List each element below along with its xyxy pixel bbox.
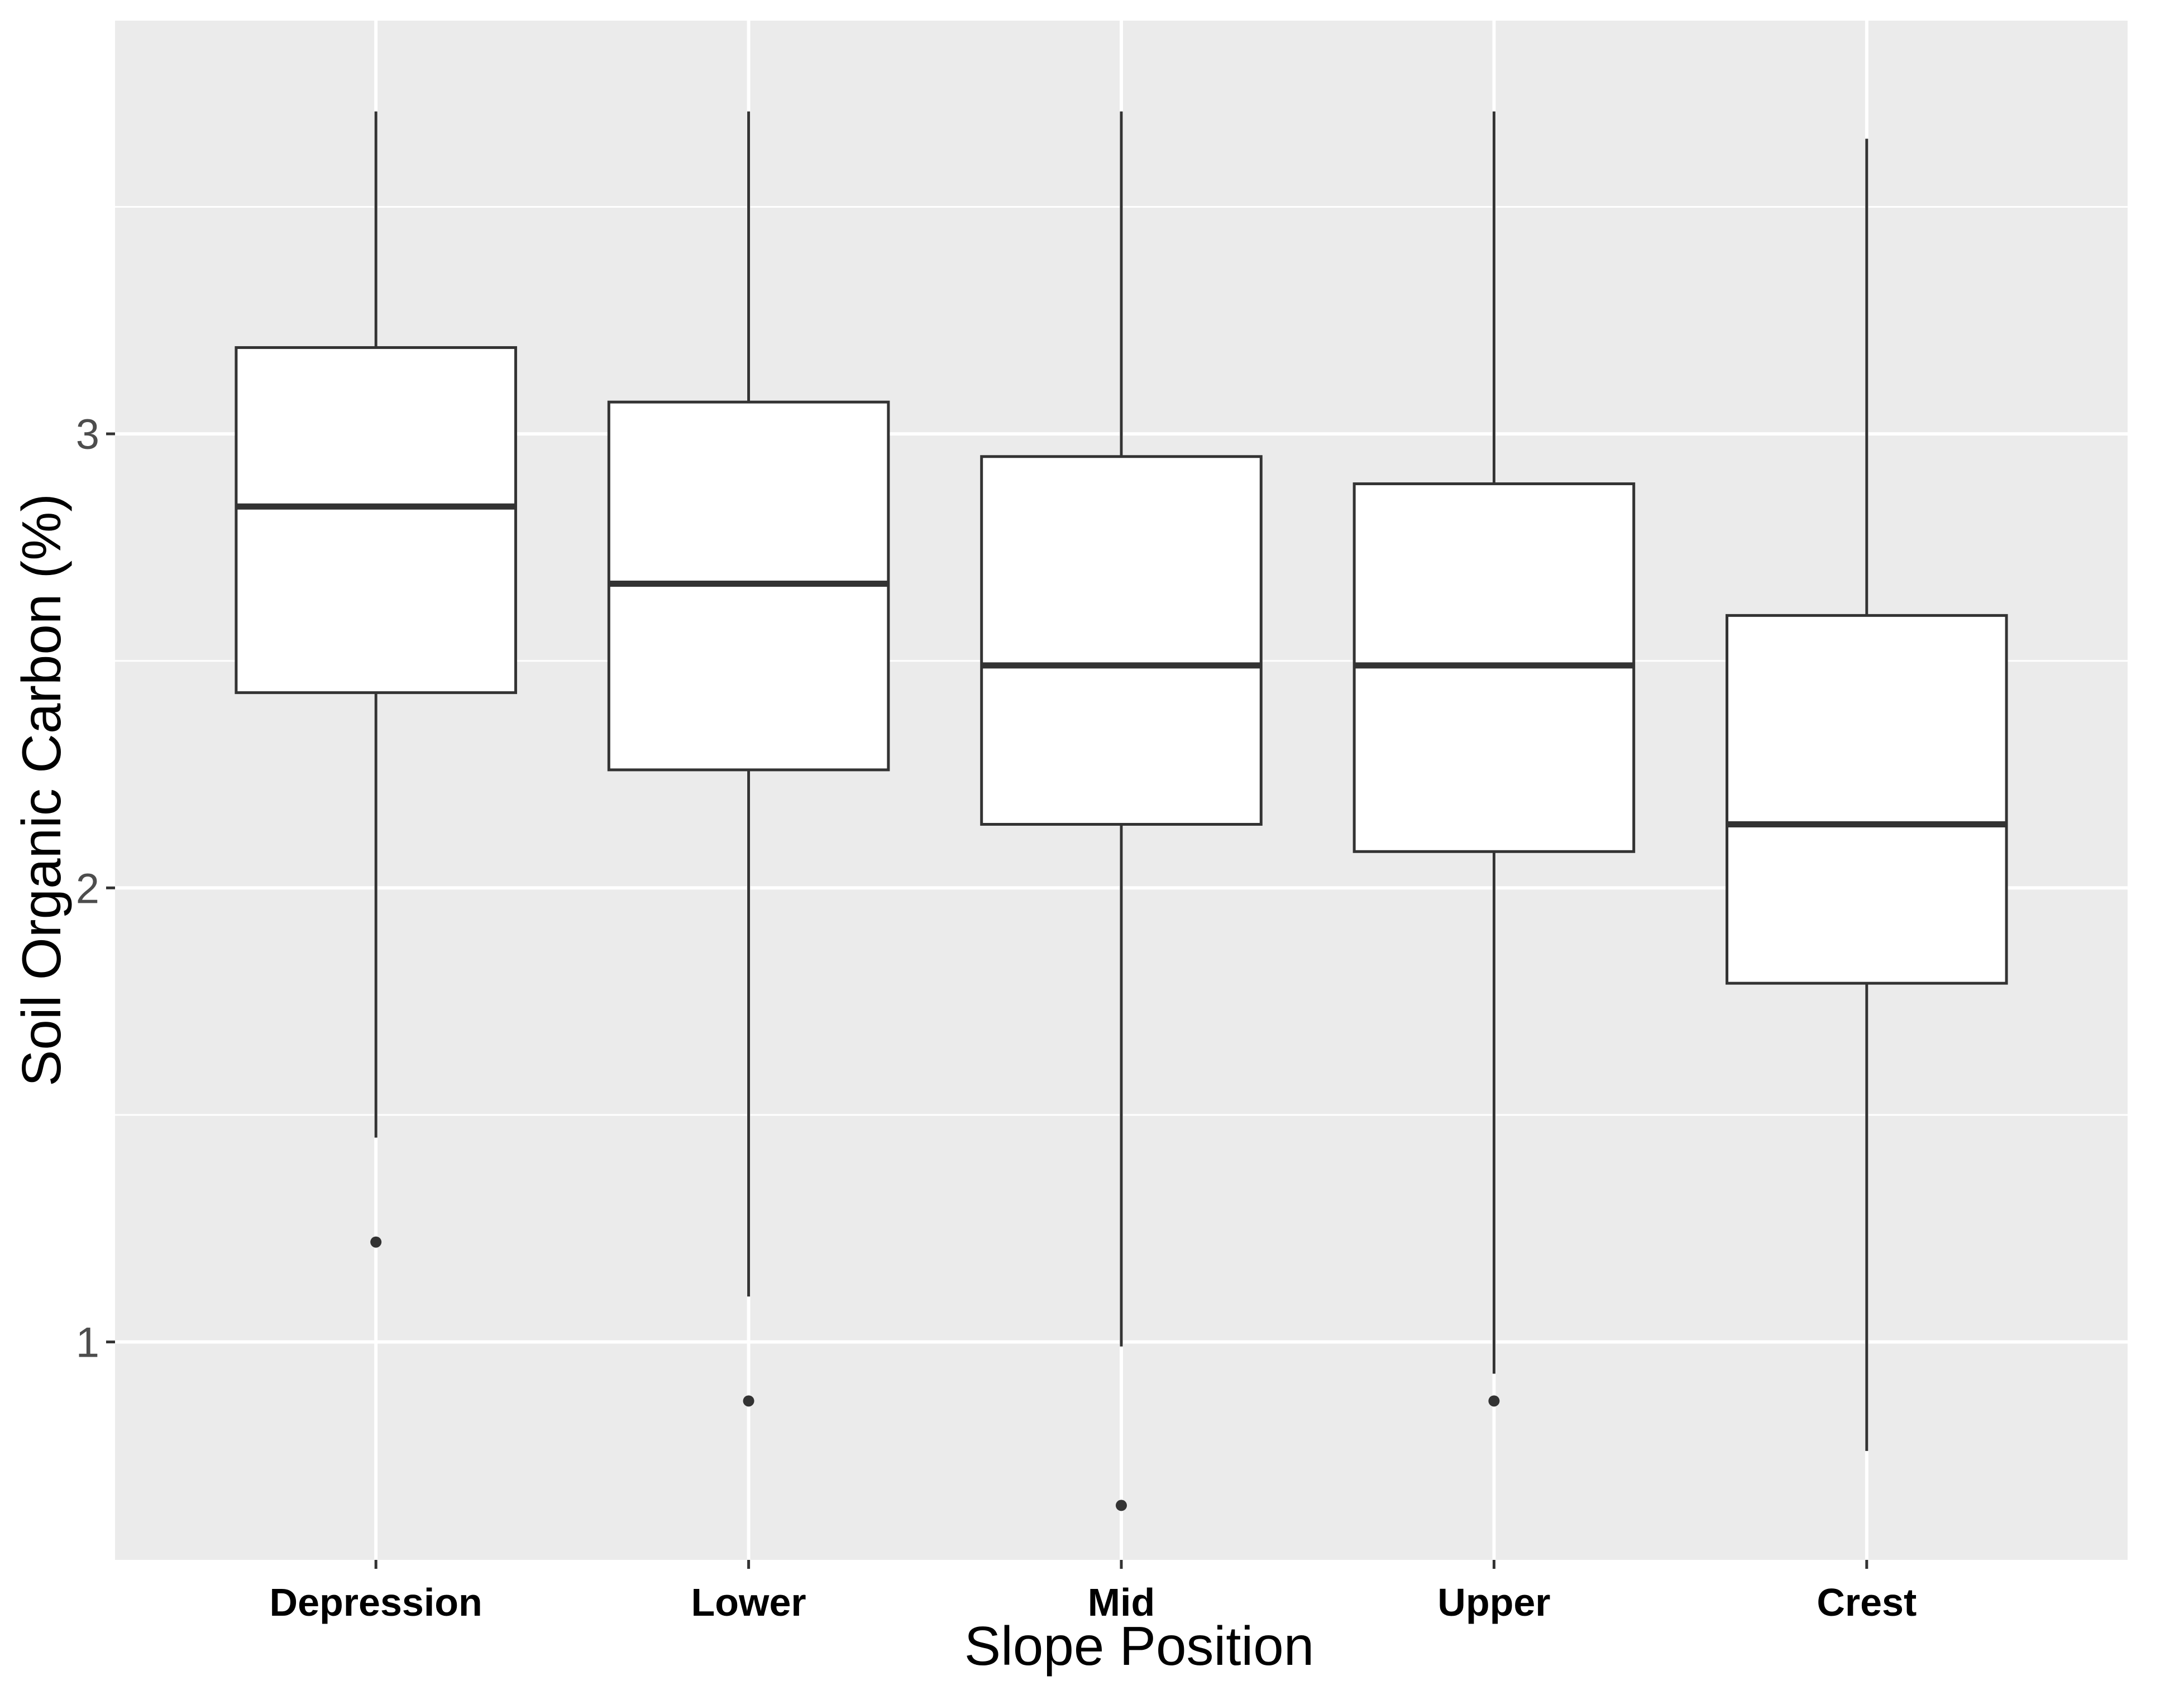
x-tick-label: Depression	[270, 1581, 482, 1624]
outlier-point	[1488, 1395, 1500, 1407]
box-upper	[1353, 111, 1636, 1407]
box-series	[235, 111, 2008, 1511]
y-tick-label: 1	[76, 1319, 99, 1367]
x-tick-label: Crest	[1817, 1581, 1917, 1624]
x-tick-label: Upper	[1437, 1581, 1550, 1624]
box-lower	[607, 111, 890, 1407]
outlier-point	[743, 1395, 754, 1407]
box-depression	[235, 111, 517, 1248]
outlier-point	[1116, 1500, 1127, 1511]
y-axis-ticks: 1 2 3	[76, 411, 115, 1367]
x-tick-label: Mid	[1088, 1581, 1155, 1624]
y-tick-label: 2	[76, 865, 99, 912]
iqr-box	[1726, 614, 2008, 985]
x-tick-label: Lower	[691, 1581, 806, 1624]
box-mid	[980, 111, 1263, 1511]
box-crest	[1726, 138, 2008, 1451]
iqr-box	[235, 346, 517, 695]
x-axis-title: Slope Position	[964, 1615, 1315, 1677]
outlier-point	[370, 1236, 382, 1248]
y-tick-label: 3	[76, 411, 99, 458]
x-axis-ticks: Depression Lower Mid Upper Crest	[270, 1560, 1917, 1624]
iqr-box	[980, 455, 1263, 826]
y-axis-title: Soil Organic Carbon (%)	[11, 494, 72, 1086]
